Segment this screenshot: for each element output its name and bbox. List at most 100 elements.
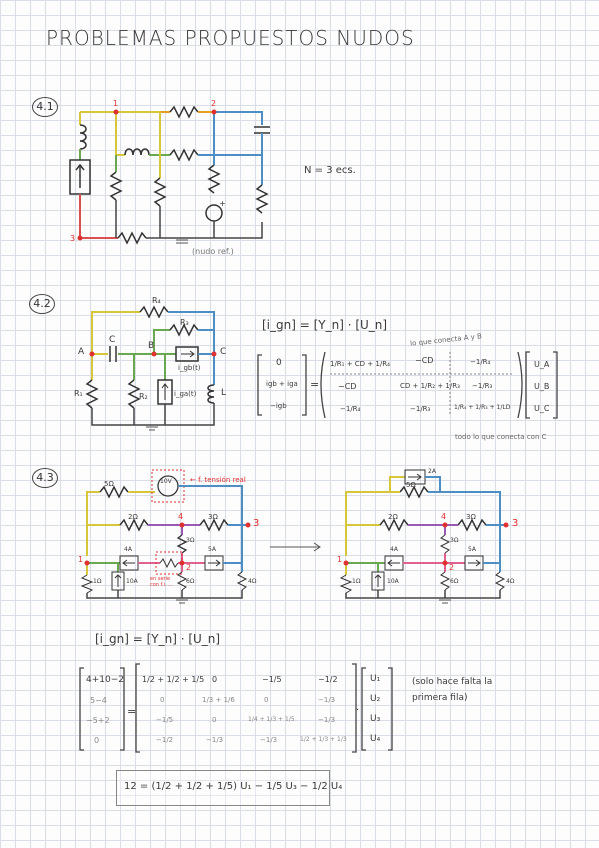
- p1-equations: N = 3 ecs.: [304, 165, 356, 176]
- p3-m-r3c3: 1/4 + 1/3 + 1/5: [248, 716, 295, 723]
- p2-note-bottom: todo lo que conecta con C: [455, 433, 547, 441]
- p2-equation: [i_gn] = [Y_n] · [U_n]: [262, 318, 388, 332]
- p3-dot: ·: [356, 705, 360, 716]
- p2-lhs-2: −igb: [270, 402, 287, 410]
- p3-m-r4c3: −1/3: [260, 736, 278, 744]
- p2-unknown-b: U_B: [534, 382, 550, 391]
- p2-m-r1c2: −CD: [415, 356, 434, 365]
- p3-r6: 6Ω: [186, 578, 195, 585]
- p3-m-r2c4: −1/3: [318, 696, 336, 704]
- p3-note: (solo hace falta la primera fila): [412, 677, 493, 703]
- p2-m-r2c3: −1/R₃: [472, 382, 493, 390]
- p3-m-r2c2: 1/3 + 1/6: [202, 696, 235, 704]
- p3-m-r2c3: 0: [264, 696, 269, 704]
- p3-node-1: 1: [78, 555, 84, 564]
- p2-m-r1c3: −1/R₄: [470, 358, 491, 366]
- p3-final-box: [116, 770, 330, 806]
- p3-m-r1c4: −1/2: [318, 675, 338, 684]
- p3r-i4a: 4A: [390, 546, 398, 553]
- page-title: PROBLEMAS PROPUESTOS NUDOS: [46, 26, 415, 50]
- p3-i5a: 5A: [208, 546, 216, 553]
- p3-unknown-2: U₂: [370, 694, 381, 704]
- p3-m-r4c2: −1/3: [206, 736, 224, 744]
- p3-unknown-3: U₃: [370, 714, 381, 724]
- p3r-node-1: 1: [337, 555, 343, 564]
- p3-m-r4c1: −1/2: [156, 736, 174, 744]
- p2-r2: R₂: [139, 392, 148, 401]
- p2-node-a: A: [78, 347, 85, 357]
- p2-m-r2c2: CD + 1/R₂ + 1/R₃: [400, 382, 460, 390]
- p3r-r3-mid: 3Ω: [450, 537, 459, 544]
- p2-node-b: B: [148, 341, 155, 351]
- p2-unknown-c: U_C: [534, 404, 550, 413]
- p3-r5: 5Ω: [104, 480, 114, 488]
- p1-ref-label: (nudo ref.): [192, 247, 234, 256]
- p3-lhs-1: 5−4: [90, 696, 107, 705]
- svg-text:+: +: [219, 199, 226, 208]
- p3-r3-top: 3Ω: [208, 513, 218, 521]
- p2-igb: i_gb(t): [178, 364, 201, 372]
- p3r-node-4: 4: [441, 512, 447, 521]
- p3r-r5: 5Ω: [406, 481, 416, 489]
- p3-equation: [i_gn] = [Y_n] · [U_n]: [95, 632, 221, 646]
- p3r-node-3: 3: [512, 518, 519, 529]
- p3r-r2: 2Ω: [388, 513, 398, 521]
- problem-badge-4-2: 4.2: [29, 294, 55, 314]
- p3-i4a: 4A: [124, 546, 132, 553]
- p3-node-4: 4: [178, 512, 184, 521]
- p3-m-r4c4: 1/2 + 1/3 + 1/3: [300, 736, 347, 743]
- p2-r3: R₃: [180, 318, 189, 327]
- p3r-r1: 1Ω: [352, 578, 361, 585]
- p2-iga: i_ga(t): [174, 390, 197, 398]
- p3-v10: 10V: [160, 478, 172, 485]
- problem-badge-4-3: 4.3: [32, 468, 58, 488]
- p1-node-3: 3: [70, 234, 76, 243]
- p3-m-r1c2: 0: [212, 675, 218, 684]
- p1-node-2: 2: [211, 99, 217, 108]
- p3-unknown-1: U₁: [370, 674, 381, 684]
- p3-node-2: 2: [186, 563, 192, 572]
- p3r-r3-top: 3Ω: [466, 513, 476, 521]
- p2-node-c: C: [220, 347, 227, 357]
- p3r-r4: 4Ω: [506, 578, 515, 585]
- p3r-i10a: 10A: [387, 578, 399, 585]
- p2-m-r1c1: 1/R₁ + CD + 1/R₄: [330, 360, 390, 368]
- p3-r4: 4Ω: [248, 578, 257, 585]
- p3-m-r3c2: 0: [212, 716, 217, 724]
- problem-badge-4-1: 4.1: [32, 97, 58, 117]
- p3-r3-mid: 3Ω: [186, 537, 195, 544]
- p1-node-1: 1: [113, 99, 119, 108]
- p2-unknown-a: U_A: [534, 360, 550, 369]
- p3-m-r3c1: −1/5: [156, 716, 174, 724]
- p3-m-r3c4: −1/3: [318, 716, 336, 724]
- p2-m-r3c1: −1/R₄: [340, 405, 361, 413]
- p2-m-r3c2: −1/R₃: [410, 405, 431, 413]
- p2-eq-sign: =: [310, 378, 320, 391]
- p2-r1: R₁: [74, 389, 83, 398]
- p3r-i5a: 5A: [468, 546, 476, 553]
- p3-final-equation: 12 = (1/2 + 1/2 + 1/5) U₁ − 1/5 U₃ − 1/2…: [124, 781, 343, 792]
- p3-r1: 1Ω: [93, 578, 102, 585]
- p3r-r6: 6Ω: [450, 578, 459, 585]
- p2-r4: R₄: [152, 296, 161, 305]
- p3-eq-sign: =: [127, 705, 137, 718]
- p3r-node-2: 2: [449, 563, 455, 572]
- p3-node-3: 3: [253, 518, 260, 529]
- p3-m-r2c1: 0: [160, 696, 165, 704]
- p2-m-r2c1: −CD: [338, 382, 357, 391]
- p3-i10a: 10A: [126, 578, 138, 585]
- p3-lhs-2: −5+2: [86, 716, 110, 725]
- p2-m-r3c3: 1/R₄ + 1/R₃ + 1/LD: [454, 404, 511, 411]
- p3r-i2a: 2A: [428, 468, 436, 475]
- p3-m-r1c1: 1/2 + 1/2 + 1/5: [142, 675, 205, 684]
- p3-lhs-0: 4+10−2: [86, 675, 124, 685]
- p3-m-r1c3: −1/5: [262, 675, 282, 684]
- p3-lhs-3: 0: [94, 736, 100, 745]
- p2-l: L: [221, 388, 227, 398]
- p3-r2: 2Ω: [128, 513, 138, 521]
